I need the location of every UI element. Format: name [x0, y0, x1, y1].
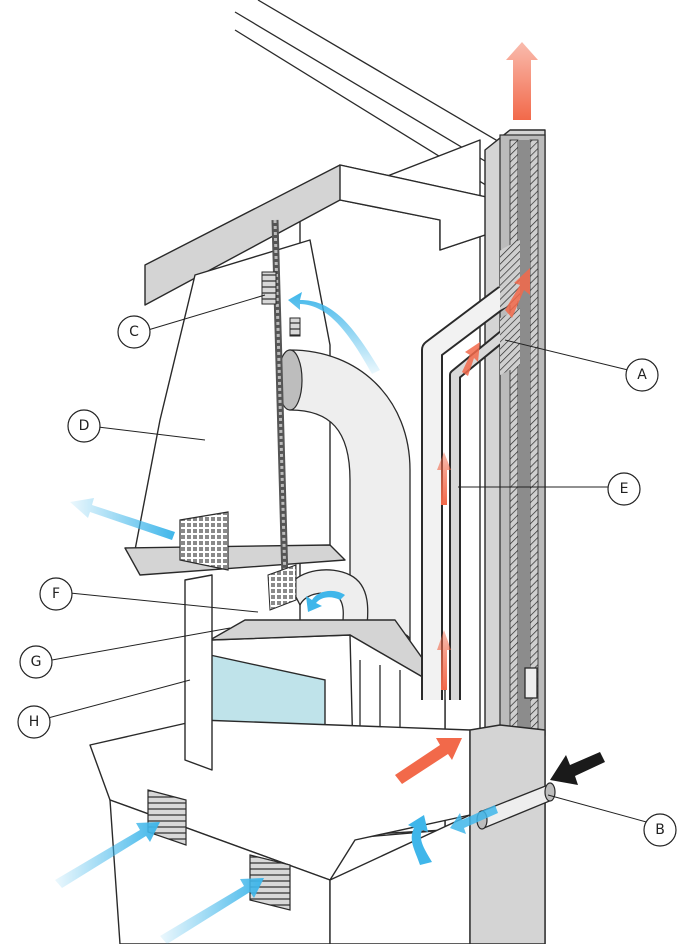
- hood-grille: [179, 511, 229, 571]
- intake-arrow-base-1: [55, 822, 160, 888]
- callout-e: E: [607, 472, 641, 506]
- hot-air-arrow-exhaust: [506, 42, 538, 120]
- hot-air-arrow-chimney: [505, 268, 530, 318]
- leader-lines: [47, 294, 651, 824]
- svg-text:A: A: [637, 367, 647, 383]
- svg-text:D: D: [79, 418, 90, 434]
- callout-f: F: [39, 577, 73, 611]
- callouts: A B C D E F G H: [17, 315, 677, 847]
- intake-arrow-under: [408, 815, 432, 865]
- callout-g: G: [19, 645, 53, 679]
- room-air-arrow-duct: [306, 590, 345, 612]
- flex-hose: [271, 219, 289, 581]
- cool-air-arrows: [55, 292, 498, 944]
- hot-air-arrow-pipe-upper: [437, 452, 451, 505]
- hot-air-arrows: [395, 42, 538, 784]
- hot-air-arrow-firebox: [395, 738, 462, 784]
- leader-h: [47, 679, 191, 719]
- leader-c: [147, 294, 266, 331]
- leader-a: [504, 339, 629, 371]
- base-grilles: [147, 789, 291, 911]
- callout-a: A: [625, 358, 659, 392]
- hot-air-arrow-pipe-lower: [437, 630, 451, 690]
- svg-text:C: C: [129, 324, 139, 340]
- callout-b: B: [643, 813, 677, 847]
- callout-h: H: [17, 705, 51, 739]
- svg-text:B: B: [655, 822, 665, 838]
- grille-c: [261, 271, 301, 337]
- leader-b: [547, 794, 651, 824]
- svg-text:H: H: [29, 714, 40, 730]
- intake-arrow-base-2: [160, 878, 264, 944]
- room-air-arrow-left: [70, 498, 175, 540]
- leader-d: [97, 426, 206, 441]
- support-column: [184, 574, 213, 771]
- svg-text:G: G: [31, 654, 42, 670]
- hot-air-arrow-bend: [462, 342, 480, 376]
- svg-text:F: F: [52, 586, 60, 602]
- callout-d: D: [67, 409, 101, 443]
- fresh-air-arrow-in: [450, 805, 498, 834]
- svg-text:E: E: [620, 481, 629, 497]
- outside-air-arrow: [550, 752, 605, 785]
- leader-g: [51, 627, 231, 661]
- leader-f: [69, 592, 259, 613]
- callout-c: C: [117, 315, 151, 349]
- room-air-arrow-top: [288, 292, 380, 374]
